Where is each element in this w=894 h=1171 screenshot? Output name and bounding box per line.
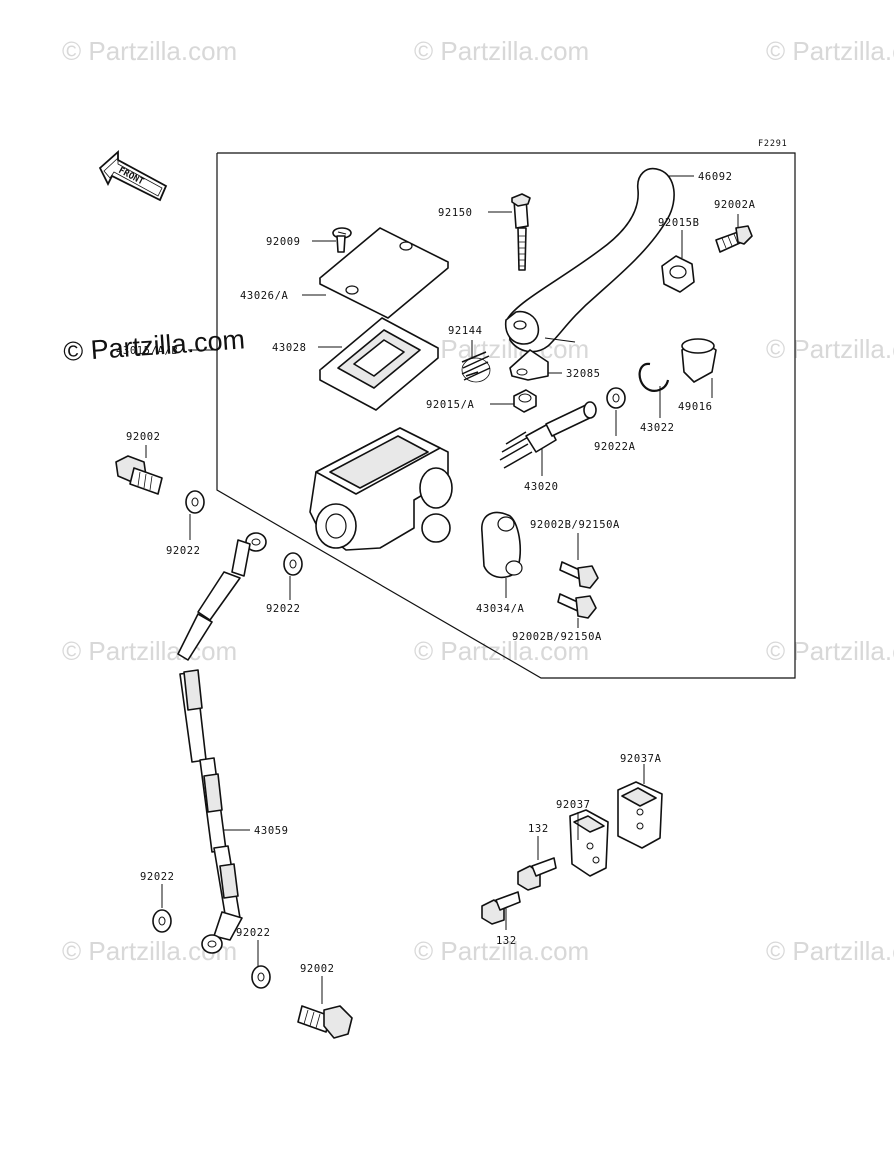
assembly-frame <box>216 152 796 679</box>
part-label: 92002B/92150A <box>512 631 602 643</box>
diaphragm-43028 <box>319 317 439 411</box>
clip-43022 <box>638 362 670 392</box>
figure-ref: F2291 <box>758 139 788 149</box>
watermark: © Partzilla.com <box>62 36 237 66</box>
part-label: 92002B/92150A <box>530 519 620 531</box>
bolt-132-upper <box>517 857 557 891</box>
part-label: 43059 <box>254 825 289 837</box>
part-label: 92037A <box>620 753 662 765</box>
watermark: © Partzilla.com <box>414 36 589 66</box>
cap-43026 <box>319 227 449 319</box>
bolt-92002A <box>715 225 753 253</box>
leader-lines <box>145 175 739 1004</box>
spring-92144 <box>461 351 491 383</box>
watermark: © Partzilla.com <box>414 636 589 666</box>
watermark: © Partzilla.com <box>766 334 894 364</box>
part-label: 43020 <box>524 481 559 493</box>
banjo-bolt-92002-low <box>297 1005 353 1039</box>
washer-92022-mid <box>283 552 303 576</box>
part-label: 92037 <box>556 799 591 811</box>
part-label: 92022 <box>140 871 175 883</box>
brake-hose-43059 <box>177 532 267 954</box>
watermark: © Partzilla.com <box>414 334 589 364</box>
part-label: 46092 <box>698 171 733 183</box>
washer-92022-left <box>185 490 205 514</box>
washer-92022-low1 <box>152 909 172 933</box>
bracket-92037A <box>617 781 663 849</box>
watermark-overlay: © Partzilla.com <box>62 324 246 367</box>
part-label: 92150 <box>438 207 473 219</box>
master-cylinder-body <box>309 427 453 551</box>
part-label: 43026/A <box>240 290 289 302</box>
front-arrow: FRONT <box>98 149 168 202</box>
part-label: 43028 <box>272 342 307 354</box>
watermark: © Partzilla.com <box>414 936 589 966</box>
part-label: 92144 <box>448 325 483 337</box>
part-label: 43022 <box>640 422 675 434</box>
watermark: © Partzilla.com <box>62 636 237 666</box>
part-label: 49016 <box>678 401 713 413</box>
part-label: 32085 <box>566 368 601 380</box>
nut-92015B <box>661 255 695 293</box>
part-label: 92015B <box>658 217 700 229</box>
clamp-43034 <box>481 511 523 579</box>
part-label: 43034/A <box>476 603 525 615</box>
bolt-92002B-lower <box>557 593 597 619</box>
watermark: © Partzilla.com <box>766 36 894 66</box>
watermark-layer: © Partzilla.com © Partzilla.com © Partzi… <box>62 36 894 966</box>
part-label: 92015/A <box>426 399 475 411</box>
screw-92009 <box>332 227 352 253</box>
bracket-92037 <box>569 809 609 877</box>
part-label: 132 <box>496 935 517 947</box>
part-label: 132 <box>528 823 549 835</box>
boot-49016 <box>681 338 717 383</box>
piston-43020 <box>499 401 597 469</box>
part-label: 92002 <box>126 431 161 443</box>
part-label: 92002 <box>300 963 335 975</box>
watermark: © Partzilla.com <box>766 636 894 666</box>
part-labels: 46092 92150 92002A 92015B 92009 43026/A … <box>116 171 756 975</box>
part-label: 43015/A/B <box>116 345 178 357</box>
plate-32085 <box>509 349 549 381</box>
nut-92015A <box>513 389 537 413</box>
washer-92022-low2 <box>251 965 271 989</box>
bolt-92150 <box>511 193 531 271</box>
washer-92022A <box>606 387 626 409</box>
watermark: © Partzilla.com <box>766 936 894 966</box>
part-label: 92022 <box>166 545 201 557</box>
part-label: 92009 <box>266 236 301 248</box>
bolt-92002B-upper <box>559 561 599 589</box>
part-label: 92022 <box>236 927 271 939</box>
part-label: 92022A <box>594 441 636 453</box>
banjo-bolt-92002-left <box>115 455 163 495</box>
lever-part <box>504 168 675 353</box>
bolt-132-lower <box>481 891 521 925</box>
part-label: 92022 <box>266 603 301 615</box>
part-label: 92002A <box>714 199 756 211</box>
